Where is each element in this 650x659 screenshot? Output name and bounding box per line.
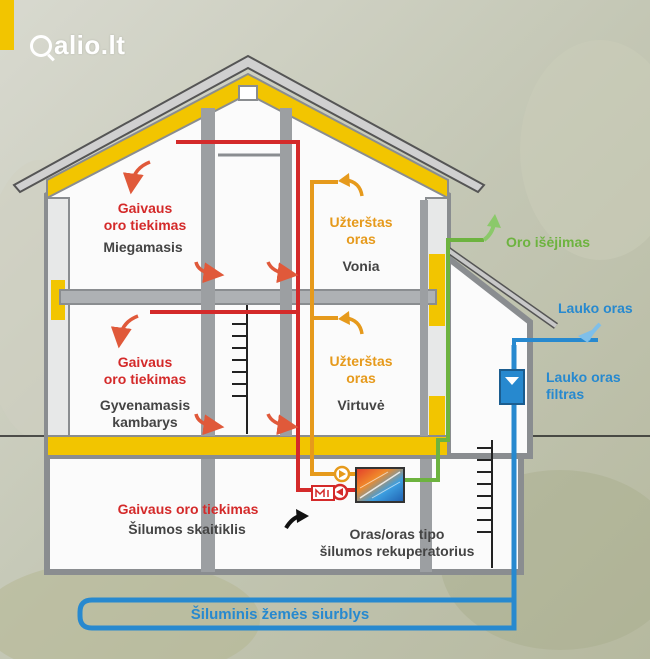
exhaust-arrowhead: [487, 214, 501, 228]
supply-arrows: [110, 160, 299, 436]
first-floor-slab: [59, 289, 437, 305]
outdoor-air-duct: [512, 338, 598, 345]
basement-wall-1: [201, 456, 215, 572]
outdoor-air-arrowhead: [578, 330, 592, 343]
extract-arrowhead-mid: [338, 311, 350, 325]
watermark-logo: alio.lt: [30, 30, 125, 61]
heat-exchanger: [355, 467, 405, 503]
outdoor-air-label: Lauko oras: [558, 300, 633, 316]
exhaust-duct: [404, 238, 484, 482]
ground-loop-pipe: [77, 345, 517, 631]
basement-wall-2: [420, 456, 432, 572]
roof: [12, 54, 486, 194]
extract-duct: [310, 180, 338, 476]
logo-ring-icon: [30, 35, 52, 57]
exhaust-air-label: Oro išėjimas: [506, 234, 591, 250]
living-room-label: Gyvenamasis kambarys: [99, 397, 191, 430]
roof-vent: [238, 85, 258, 101]
air-filter: [499, 369, 525, 405]
logo-text: alio.lt: [54, 30, 126, 60]
dirty-air-label-mid: Užterštas oras: [329, 353, 393, 386]
kitchen-label: Virtuvė: [337, 397, 385, 413]
bedroom-label: Miegamasis: [103, 239, 183, 255]
annex-body: [445, 251, 533, 459]
bathroom-label: Vonia: [342, 258, 380, 274]
corner-accent: [0, 0, 14, 50]
outdoor-filter-label: Lauko oras filtras: [546, 369, 621, 402]
annex-roof-face: [446, 248, 558, 328]
extract-arrowhead-top: [338, 173, 350, 187]
supply-duct: [176, 140, 320, 492]
heat-meter-label: Šilumos skaitiklis: [128, 521, 246, 537]
fresh-air-label-basement: Gaivaus oro tiekimas: [117, 501, 259, 517]
stairs-basement: [477, 440, 493, 568]
basement-room: [44, 453, 524, 575]
fresh-air-label-top: Gaivaus oro tiekimas: [103, 200, 187, 233]
ground-pump-label: Šiluminis žemės siurblys: [190, 606, 370, 623]
fresh-air-label-mid: Gaivaus oro tiekimas: [103, 354, 187, 387]
dirty-air-label-top: Užterštas oras: [329, 214, 393, 247]
interior-wall-3: [420, 200, 428, 436]
recuperator-label: Oras/oras tipo šilumos rekuperatorius: [319, 526, 475, 559]
filter-arrow-icon: [505, 377, 519, 385]
left-wall: [46, 197, 70, 457]
floor-slab: [46, 435, 449, 457]
